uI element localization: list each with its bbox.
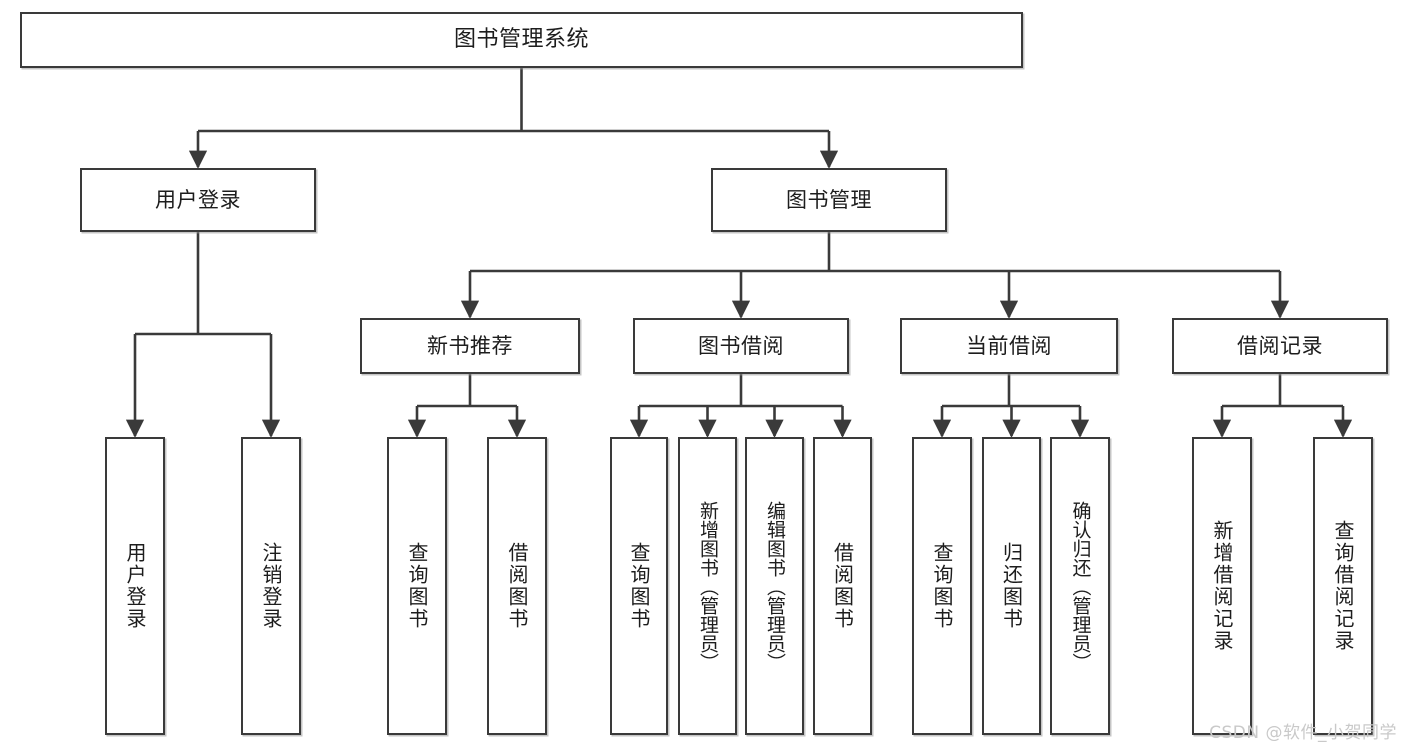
node-label-leaf-current-2: 归还图书	[999, 542, 1024, 630]
node-login[interactable]: 用户登录	[80, 168, 316, 232]
node-label-root: 图书管理系统	[453, 27, 589, 53]
node-label-leaf-newbook-1: 查询图书	[405, 542, 429, 630]
node-label-leaf-login-1: 用户登录	[123, 542, 147, 630]
node-leaf-borrow-4[interactable]: 借阅图书	[813, 437, 872, 735]
node-leaf-record-2[interactable]: 查询借阅记录	[1313, 437, 1373, 735]
node-bookmgmt[interactable]: 图书管理	[711, 168, 947, 232]
node-label-leaf-login-2: 注销登录	[259, 542, 283, 630]
node-label-leaf-current-3: 确认归还（管理员）	[1069, 500, 1092, 672]
node-label-leaf-borrow-2: 新增图书（管理员）	[696, 500, 719, 672]
node-newbook[interactable]: 新书推荐	[360, 318, 580, 374]
node-label-record: 借阅记录	[1237, 333, 1323, 358]
node-leaf-current-3[interactable]: 确认归还（管理员）	[1050, 437, 1110, 735]
node-label-leaf-record-2: 查询借阅记录	[1331, 520, 1355, 652]
node-label-login: 用户登录	[155, 187, 241, 212]
node-leaf-current-2[interactable]: 归还图书	[982, 437, 1041, 735]
node-leaf-newbook-1[interactable]: 查询图书	[387, 437, 447, 735]
node-leaf-borrow-3[interactable]: 编辑图书（管理员）	[745, 437, 804, 735]
node-leaf-borrow-1[interactable]: 查询图书	[610, 437, 668, 735]
node-label-leaf-newbook-2: 借阅图书	[505, 542, 529, 630]
watermark-text: CSDN @软件_小贺同学	[1209, 723, 1397, 743]
node-label-leaf-borrow-1: 查询图书	[627, 542, 651, 630]
node-label-leaf-borrow-3: 编辑图书（管理员）	[763, 500, 786, 672]
node-label-leaf-current-1: 查询图书	[930, 542, 954, 630]
node-leaf-login-1[interactable]: 用户登录	[105, 437, 165, 735]
node-leaf-current-1[interactable]: 查询图书	[912, 437, 972, 735]
node-label-newbook: 新书推荐	[427, 333, 513, 358]
node-label-current: 当前借阅	[966, 333, 1052, 358]
node-leaf-newbook-2[interactable]: 借阅图书	[487, 437, 547, 735]
node-label-leaf-borrow-4: 借阅图书	[830, 542, 855, 630]
node-label-leaf-record-1: 新增借阅记录	[1210, 520, 1234, 652]
node-label-borrow: 图书借阅	[698, 333, 784, 358]
node-record[interactable]: 借阅记录	[1172, 318, 1388, 374]
edge-group	[125, 68, 1353, 438]
node-borrow[interactable]: 图书借阅	[633, 318, 849, 374]
node-leaf-borrow-2[interactable]: 新增图书（管理员）	[678, 437, 737, 735]
node-leaf-record-1[interactable]: 新增借阅记录	[1192, 437, 1252, 735]
node-leaf-login-2[interactable]: 注销登录	[241, 437, 301, 735]
node-root[interactable]: 图书管理系统	[20, 12, 1023, 68]
node-label-bookmgmt: 图书管理	[786, 187, 872, 212]
node-current[interactable]: 当前借阅	[900, 318, 1118, 374]
